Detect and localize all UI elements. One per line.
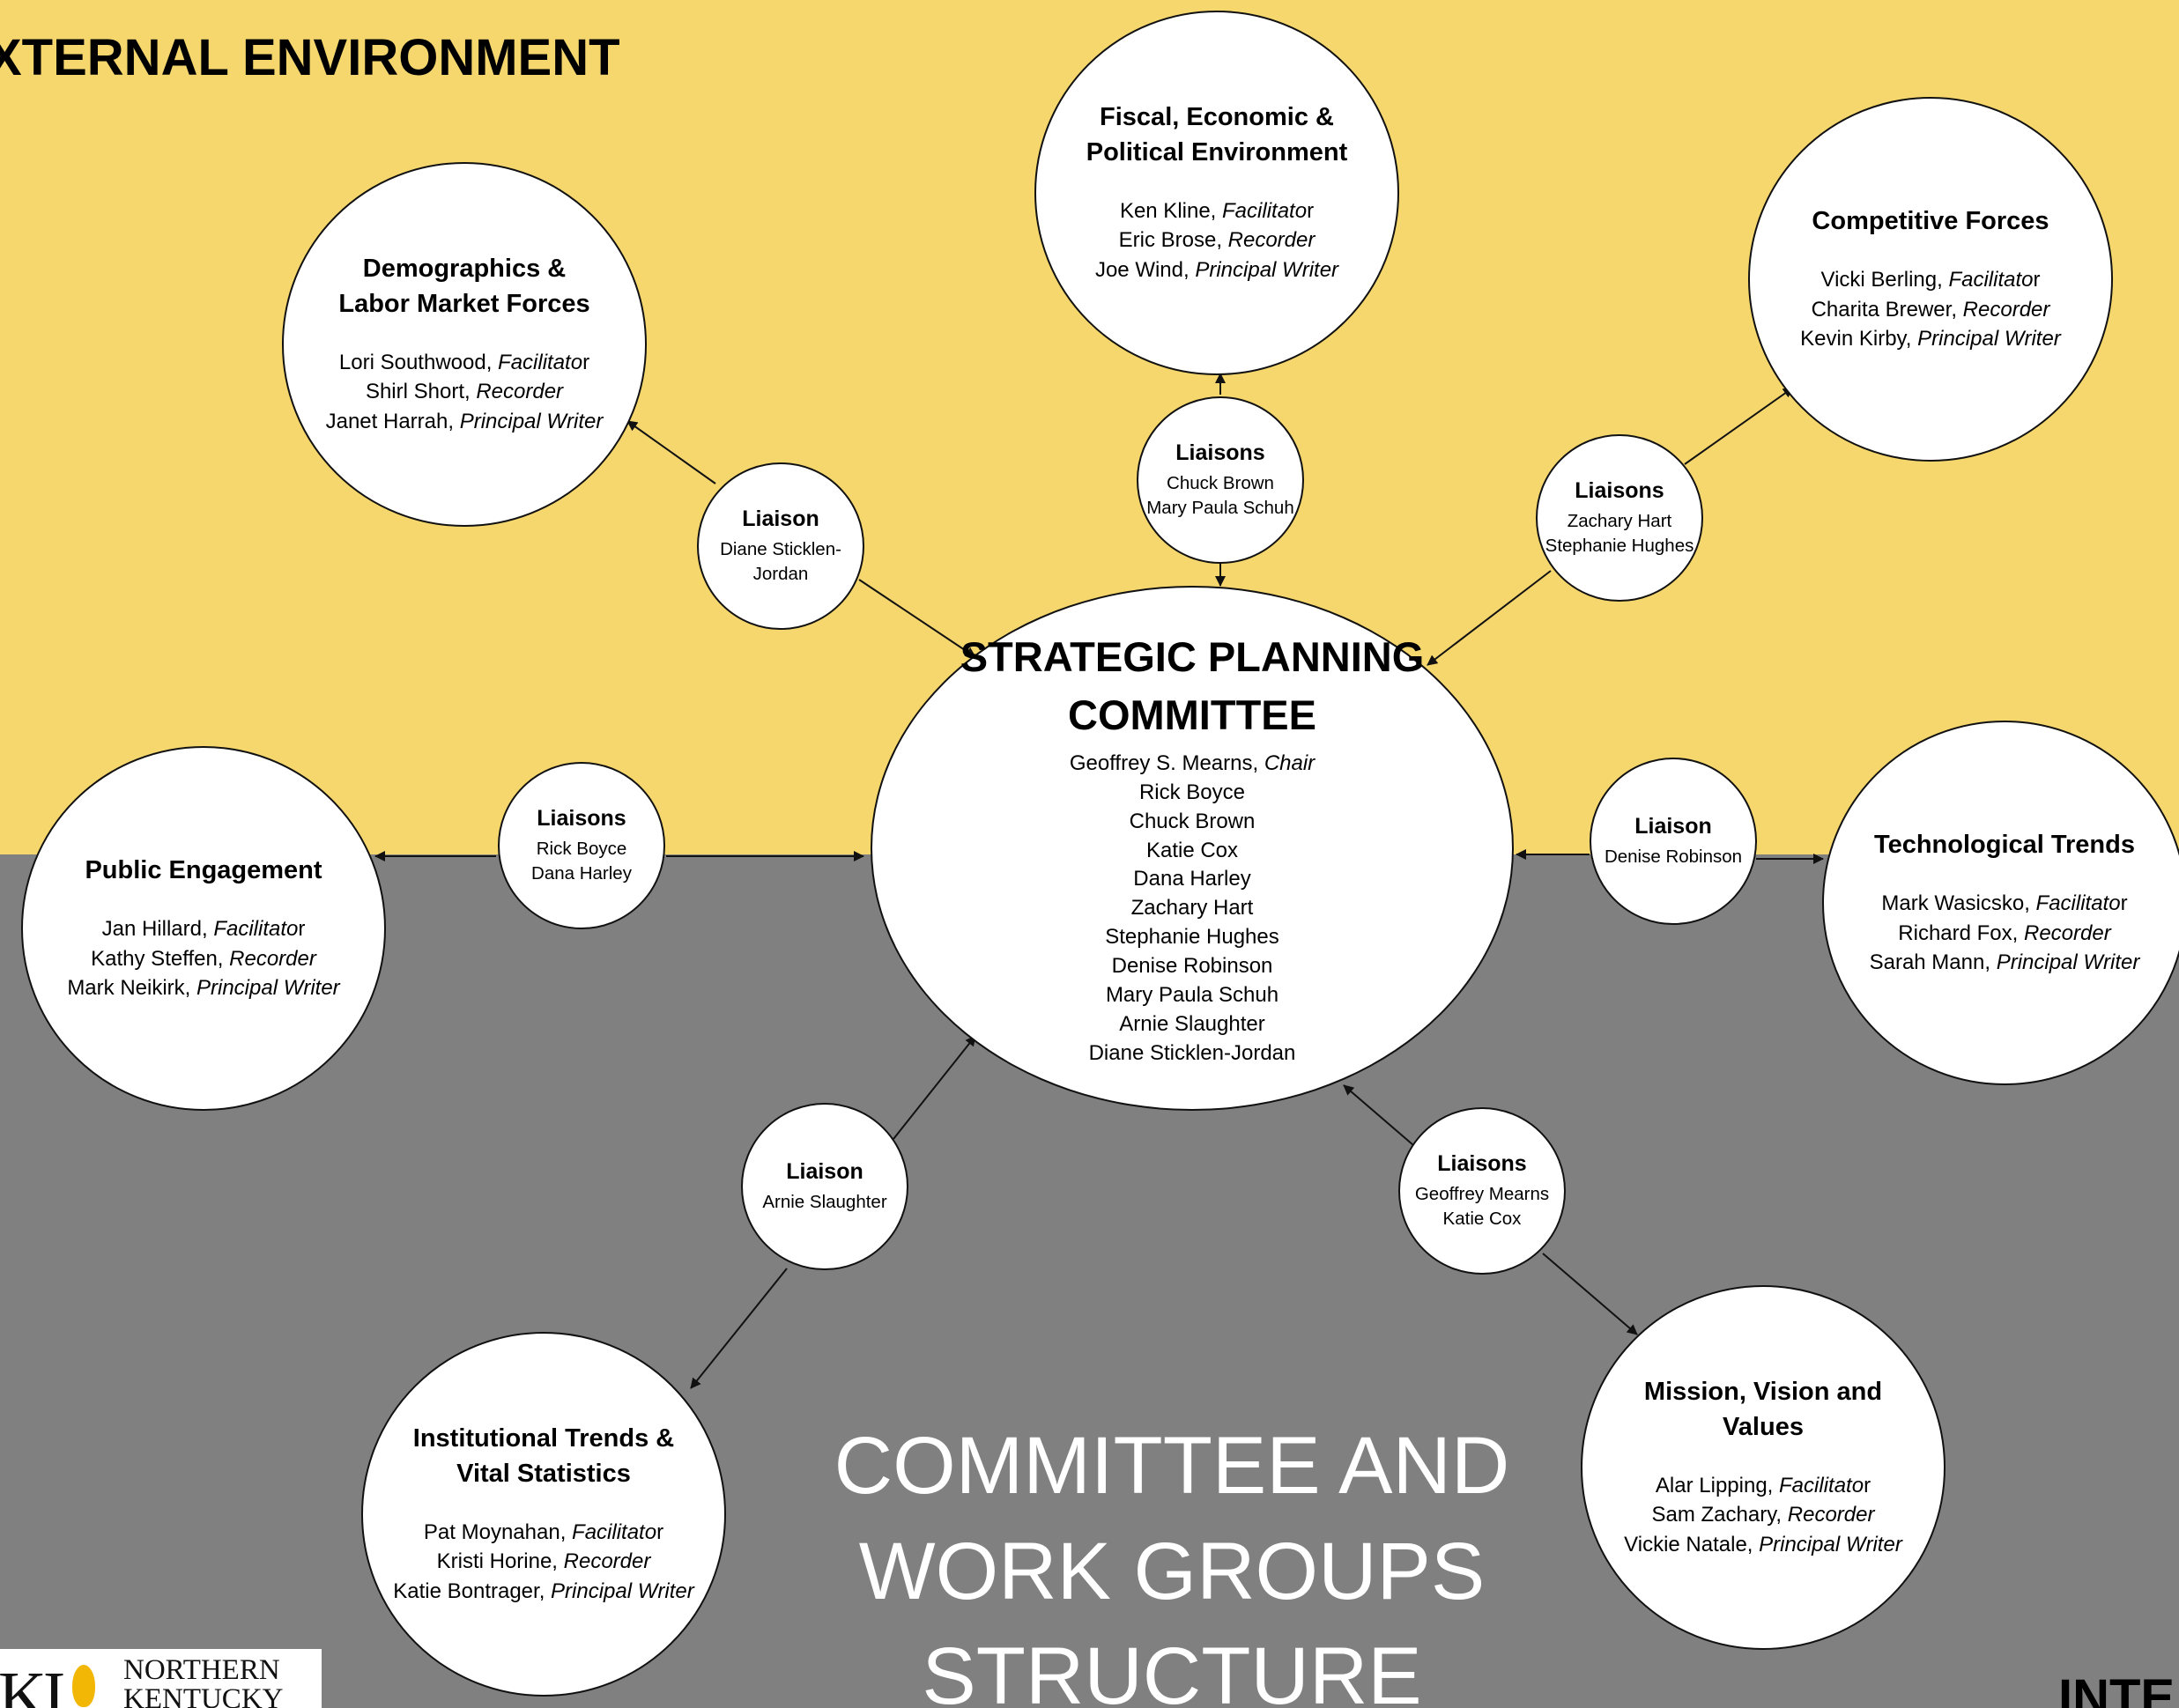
connector-institutional-in xyxy=(893,1035,976,1140)
liaison-public-node: Liaisons Rick Boyce Dana Harley xyxy=(498,762,665,929)
connector-demographics-in xyxy=(858,579,976,658)
committee-member: Mary Paula Schuh xyxy=(1105,982,1279,1007)
workgroup-member: Katie Bontrager, Principal Writer xyxy=(393,1579,694,1603)
connector-demographics-out xyxy=(626,420,716,484)
liaison-fiscal-node: Liaisons Chuck Brown Mary Paula Schuh xyxy=(1137,396,1304,564)
connector-institutional-out xyxy=(690,1268,788,1389)
committee-member: Stephanie Hughes xyxy=(1105,925,1279,950)
liaison-competitive-node: Liaisons Zachary Hart Stephanie Hughes xyxy=(1536,434,1703,602)
connector-mission-in xyxy=(1343,1084,1414,1146)
workgroup-demographics-node: Demographics &Labor Market Forces Lori S… xyxy=(282,162,647,527)
structure-title: COMMITTEE AND WORK GROUPS STRUCTURE xyxy=(834,1421,1510,1708)
workgroup-member: Kristi Horine, Recorder xyxy=(436,1549,651,1574)
liaison-technological-node: Liaison Denise Robinson xyxy=(1590,758,1757,925)
workgroup-technological-node: Technological Trends Mark Wasicsko, Faci… xyxy=(1822,721,2179,1085)
strategic-planning-committee-node: STRATEGIC PLANNING COMMITTEE Geoffrey S.… xyxy=(871,586,1514,1111)
nku-logo-text: NORTHERN KENTUCKY xyxy=(123,1654,284,1708)
workgroup-public-node: Public Engagement Jan Hillard, Facilitat… xyxy=(21,746,386,1111)
committee-member: Denise Robinson xyxy=(1111,954,1273,979)
liaison-institutional-node: Liaison Arnie Slaughter xyxy=(741,1103,908,1270)
flame-icon xyxy=(72,1665,95,1707)
workgroup-member: Vickie Natale, Principal Writer xyxy=(1624,1532,1902,1556)
committee-member: Zachary Hart xyxy=(1130,896,1254,921)
committee-member: Diane Sticklen-Jordan xyxy=(1088,1040,1296,1065)
committee-member: Rick Boyce xyxy=(1138,780,1246,804)
committee-chair: Geoffrey S. Mearns, Chair xyxy=(1069,750,1316,775)
workgroup-member: Eric Brose, Recorder xyxy=(1118,228,1316,253)
liaison-demographics-node: Liaison Diane Sticklen- Jordan xyxy=(697,462,864,630)
workgroup-member: Pat Moynahan, Facilitator xyxy=(423,1519,664,1544)
workgroup-member: Richard Fox, Recorder xyxy=(1898,921,2111,945)
external-environment-label: XTERNAL ENVIRONMENT xyxy=(0,29,620,86)
workgroup-member: Shirl Short, Recorder xyxy=(365,380,564,404)
workgroup-fiscal-node: Fiscal, Economic &Political Environment … xyxy=(1034,11,1399,375)
committee-member: Katie Cox xyxy=(1145,838,1239,862)
liaison-mission-node: Liaisons Geoffrey Mearns Katie Cox xyxy=(1398,1107,1566,1275)
workgroup-member: Alar Lipping, Facilitator xyxy=(1655,1473,1871,1497)
workgroup-member: Joe Wind, Principal Writer xyxy=(1094,257,1339,282)
committee-title: STRATEGIC PLANNING COMMITTEE xyxy=(960,633,1425,739)
committee-member: Chuck Brown xyxy=(1129,809,1256,833)
committee-member: Arnie Slaughter xyxy=(1119,1011,1265,1036)
internal-environment-label: INTE xyxy=(2058,1669,2175,1708)
workgroup-member: Mark Neikirk, Principal Writer xyxy=(67,976,340,1001)
connector-competitive-out xyxy=(1684,387,1794,465)
workgroup-member: Kevin Kirby, Principal Writer xyxy=(1800,327,2061,351)
workgroup-member: Sarah Mann, Principal Writer xyxy=(1869,950,2140,975)
workgroup-member: Vicki Berling, Facilitator xyxy=(1820,268,2041,292)
workgroup-institutional-node: Institutional Trends &Vital Statistics P… xyxy=(361,1332,726,1697)
workgroup-member: Jan Hillard, Facilitator xyxy=(101,917,306,942)
workgroup-member: Janet Harrah, Principal Writer xyxy=(325,409,604,433)
workgroup-member: Charita Brewer, Recorder xyxy=(1811,297,2050,322)
workgroup-member: Sam Zachary, Recorder xyxy=(1651,1503,1875,1527)
workgroup-member: Lori Southwood, Facilitator xyxy=(338,350,590,374)
workgroup-member: Kathy Steffen, Recorder xyxy=(91,946,316,971)
nku-logo: KI NORTHERN KENTUCKY xyxy=(0,1649,322,1708)
connector-mission-out xyxy=(1542,1253,1638,1335)
nku-logo-mark: KI xyxy=(0,1659,65,1708)
connector-competitive-in xyxy=(1427,570,1552,666)
committee-member: Dana Harley xyxy=(1133,867,1251,891)
workgroup-member: Ken Kline, Facilitator xyxy=(1119,198,1315,223)
workgroup-competitive-node: Competitive Forces Vicki Berling, Facili… xyxy=(1748,97,2113,462)
workgroup-member: Mark Wasicsko, Facilitator xyxy=(1881,891,2128,916)
